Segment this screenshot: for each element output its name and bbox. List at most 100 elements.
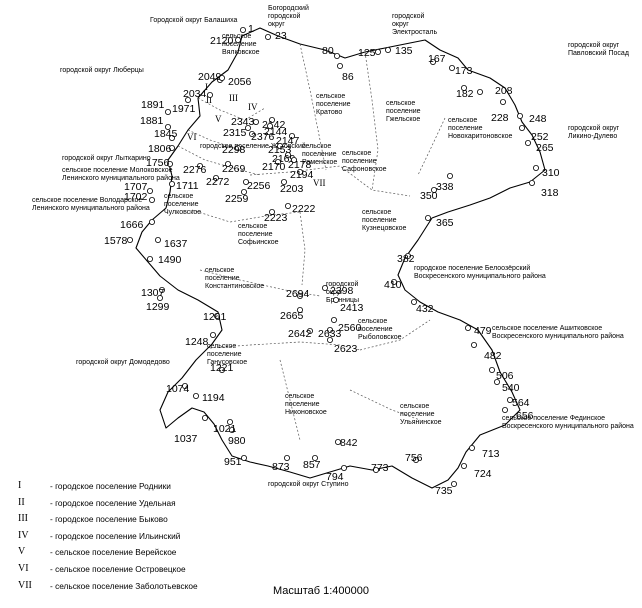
- boundary-point-marker: [264, 34, 271, 41]
- boundary-point-label: 173: [455, 65, 473, 77]
- legend-text: - сельское поселение Верейское: [50, 547, 177, 558]
- boundary-point-marker: [296, 292, 303, 299]
- boundary-point-label: 2194: [290, 169, 314, 181]
- boundary-point-label: 1707: [124, 181, 148, 193]
- boundary-point-label: 382: [397, 253, 415, 265]
- boundary-point-marker: [234, 37, 241, 44]
- boundary-point-label: 2170: [262, 161, 286, 173]
- boundary-point-label: 1037: [174, 433, 198, 445]
- boundary-point-marker: [525, 139, 532, 146]
- boundary-point-marker: [311, 454, 318, 461]
- boundary-point-marker: [390, 278, 397, 285]
- legend-item: I- городское поселение Родники: [18, 478, 268, 495]
- boundary-point-marker: [450, 480, 457, 487]
- boundary-point-marker: [410, 298, 417, 305]
- boundary-point-marker: [488, 366, 495, 373]
- boundary-point-marker: [268, 117, 275, 124]
- legend-text: - сельское поселение Заболотьевское: [50, 580, 198, 591]
- boundary-point-label: 2034: [183, 88, 207, 100]
- boundary-point-label: 756: [405, 452, 423, 464]
- boundary-point-marker: [276, 142, 283, 149]
- legend-text: - городское поселение Быково: [50, 514, 168, 525]
- boundary-point-marker: [412, 456, 419, 463]
- boundary-point-label: 2120: [210, 35, 234, 47]
- legend-text: - городское поселение Родники: [50, 481, 171, 491]
- region-label: городское поселение Жуковский: [200, 142, 306, 150]
- boundary-point-marker: [252, 119, 259, 126]
- boundary-point-label: 1971: [172, 103, 196, 115]
- boundary-point-label: 2269: [222, 163, 246, 175]
- district-boundary: [135, 27, 546, 489]
- boundary-point-label: 252: [531, 131, 549, 143]
- boundary-point-label: 2665: [280, 310, 304, 322]
- region-label: городской округ Домодедово: [76, 358, 170, 366]
- boundary-point-marker: [146, 255, 153, 262]
- region-label: городской округ Ступино: [268, 480, 349, 488]
- boundary-point-marker: [529, 179, 536, 186]
- boundary-point-label: 2376: [251, 131, 275, 143]
- legend-item: V- сельское поселение Верейское: [18, 544, 268, 561]
- legend-item: II- городское поселение Удельная: [18, 495, 268, 512]
- boundary-point-label: 1711: [176, 180, 199, 192]
- map-scale: Масштаб 1:400000: [273, 585, 369, 597]
- boundary-point-label: 1221: [210, 362, 234, 374]
- roman-label: VI: [187, 132, 197, 142]
- boundary-point-label: 980: [228, 435, 246, 447]
- legend-numeral: VII: [18, 579, 32, 591]
- boundary-point-marker: [224, 160, 231, 167]
- boundary-point-label: 2256: [247, 180, 271, 192]
- boundary-point-label: 1307: [141, 287, 165, 299]
- boundary-point-marker: [218, 366, 225, 373]
- boundary-point-marker: [506, 396, 513, 403]
- boundary-point-marker: [296, 168, 303, 175]
- boundary-point-label: 2144: [264, 126, 288, 138]
- boundary-point-marker: [332, 296, 339, 303]
- boundary-point-marker: [284, 202, 291, 209]
- boundary-point-marker: [228, 426, 235, 433]
- boundary-point-label: 80: [322, 45, 334, 57]
- boundary-point-label: 1891: [141, 99, 165, 111]
- boundary-point-label: 506: [496, 370, 514, 382]
- boundary-point-label: 540: [502, 382, 520, 394]
- boundary-point-marker: [333, 53, 340, 60]
- boundary-point-label: 265: [536, 142, 554, 154]
- roman-label: VII: [313, 178, 326, 188]
- boundary-point-marker: [517, 113, 524, 120]
- boundary-point-marker: [226, 418, 233, 425]
- boundary-point-marker: [184, 97, 191, 104]
- boundary-point-marker: [148, 196, 155, 203]
- boundary-point-marker: [404, 252, 411, 259]
- boundary-point-marker: [476, 89, 483, 96]
- boundary-point-marker: [468, 444, 475, 451]
- boundary-point-label: 2056: [228, 76, 252, 88]
- boundary-point-label: 564: [512, 397, 530, 409]
- boundary-point-label: 1578: [104, 235, 128, 247]
- legend: I- городское поселение Родники II- город…: [18, 478, 268, 594]
- boundary-point-label: 350: [420, 190, 438, 202]
- boundary-point-label: 1248: [185, 336, 209, 348]
- boundary-point-marker: [340, 464, 347, 471]
- boundary-point-marker: [218, 75, 225, 82]
- boundary-point-label: 2623: [334, 343, 358, 355]
- boundary-point-marker: [321, 284, 328, 291]
- boundary-point-marker: [460, 85, 467, 92]
- boundary-point-label: 857: [303, 459, 321, 471]
